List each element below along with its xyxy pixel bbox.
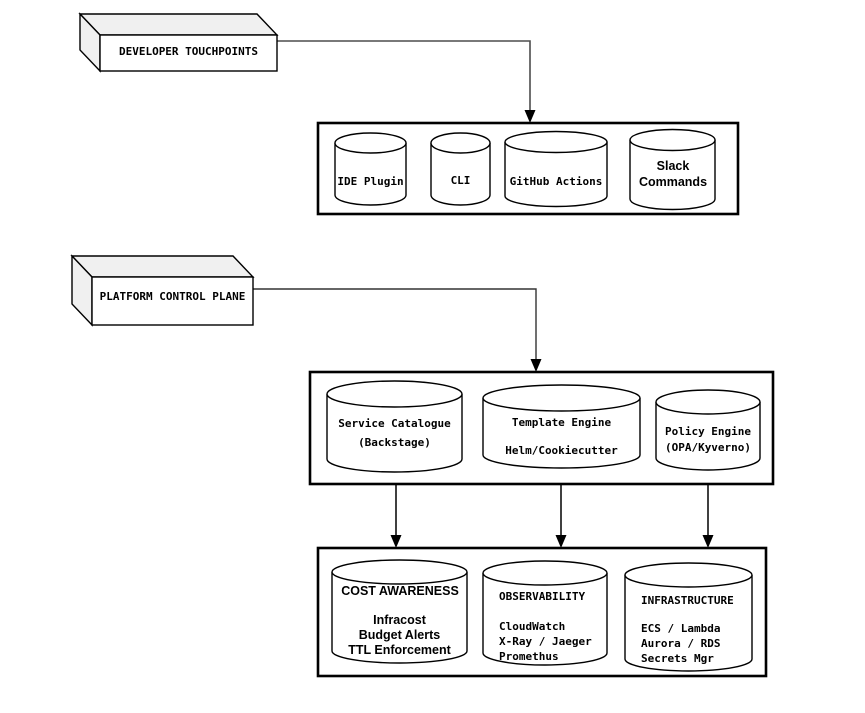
service-catalogue-sublabel: (Backstage): [358, 436, 431, 449]
cylinder-top: [504, 130, 608, 154]
arrowhead-down-icon: [390, 535, 402, 548]
infrastructure-line: Secrets Mgr: [641, 652, 714, 665]
cylinder-body: [334, 143, 407, 206]
cylinder-top: [326, 380, 463, 408]
cylinder-ide-plugin: [334, 132, 407, 206]
observability-line: X-Ray / Jaeger: [499, 635, 592, 648]
cost-awareness-line: Budget Alerts: [358, 628, 441, 642]
infrastructure-line: ECS / Lambda: [641, 622, 721, 635]
cylinder-observability: [482, 560, 608, 666]
box-front-face: [99, 34, 278, 72]
developer-touchpoints-box: [78, 12, 279, 73]
cylinder-body: [430, 143, 491, 206]
cylinder-body: [331, 572, 468, 664]
cost-awareness-line: TTL Enforcement: [348, 643, 451, 657]
cylinder-body: [326, 394, 463, 473]
arrowhead-down-icon: [555, 535, 567, 548]
observability-title: OBSERVABILITY: [499, 590, 586, 603]
slack-commands-label: Slack Commands: [638, 159, 708, 189]
cylinder-top: [334, 132, 407, 154]
observability-line: CloudWatch: [499, 620, 566, 633]
cylinder-body: [629, 140, 716, 211]
cylinder-body: [655, 402, 761, 471]
infrastructure-line: Aurora / RDS: [641, 637, 721, 650]
box-top-face: [78, 13, 279, 36]
template-engine-sublabel: Helm/Cookiecutter: [505, 444, 618, 457]
arrowhead-down-icon: [702, 535, 714, 548]
cli-label: CLI: [450, 174, 471, 187]
box-front-face: [91, 276, 254, 326]
cylinder-cost-awareness: [331, 559, 468, 664]
cylinder-top: [482, 560, 608, 586]
cylinder-body: [624, 575, 753, 672]
infrastructure-title: INFRASTRUCTURE: [641, 594, 734, 607]
ide-plugin-label: IDE Plugin: [337, 175, 404, 188]
github-actions-label: GitHub Actions: [509, 175, 603, 188]
box-top-face: [70, 255, 255, 278]
cylinder-cli: [430, 132, 491, 206]
cylinder-github-actions: [504, 130, 608, 208]
service-catalogue-label: Service Catalogue: [338, 417, 451, 430]
cylinder-slack-commands: [629, 128, 716, 211]
cylinder-template-engine: [482, 384, 641, 469]
cylinder-body: [482, 573, 608, 666]
developer-touchpoints-label: DEVELOPER TOUCHPOINTS: [118, 45, 259, 58]
observability-line: Promethus: [499, 650, 559, 663]
cylinder-top: [482, 384, 641, 412]
platform-control-plane-label: PLATFORM CONTROL PLANE: [99, 290, 246, 303]
platform-control-plane-box: [70, 254, 255, 327]
cylinder-top: [331, 559, 468, 585]
cylinder-top: [624, 562, 753, 588]
cylinder-infrastructure: [624, 562, 753, 672]
cylinder-top: [430, 132, 491, 154]
template-engine-label: Template Engine: [511, 416, 612, 429]
arrowhead-down-icon: [530, 359, 542, 372]
cylinder-policy-engine: [655, 389, 761, 471]
cylinder-body: [482, 398, 641, 469]
connector-line: [253, 288, 537, 360]
cylinder-top: [629, 128, 716, 152]
connector-line: [277, 40, 531, 111]
connector-control-plane-arrow: [253, 288, 542, 372]
cost-awareness-line: Infracost: [373, 613, 426, 627]
policy-engine-label: Policy Engine: [664, 425, 752, 438]
cylinder-body: [504, 142, 608, 208]
cylinder-service-catalogue: [326, 380, 463, 473]
arrowhead-down-icon: [524, 110, 536, 123]
cost-awareness-title: COST AWARENESS: [341, 584, 459, 598]
connector-touchpoints-arrow: [277, 40, 536, 123]
policy-engine-sublabel: (OPA/Kyverno): [664, 441, 752, 454]
cylinder-top: [655, 389, 761, 415]
